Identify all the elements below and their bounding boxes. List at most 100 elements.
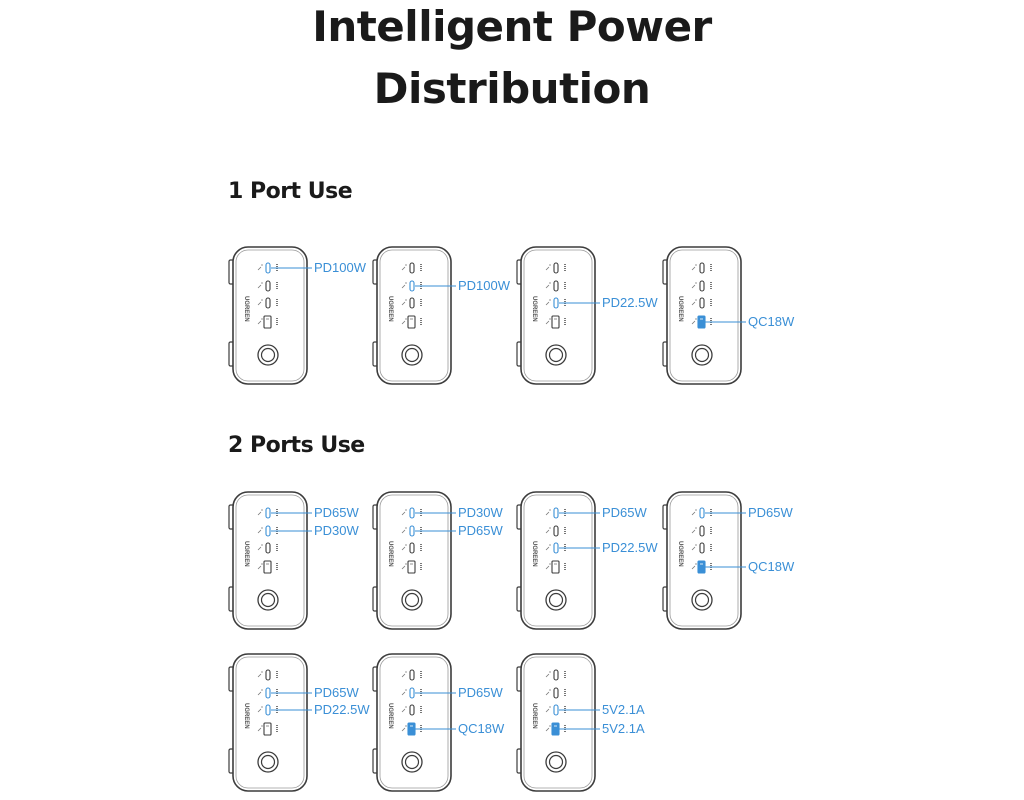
port-symbol-icon [257,299,263,306]
usb-a-port-icon [263,560,272,574]
port-symbol-icon [401,318,407,325]
charger-illustration: UGREEN [516,491,600,630]
port-output-label: PD30W [314,523,359,538]
usb-a-port-icon [407,722,416,736]
charger-body-inner [669,494,739,627]
port-symbol-icon [691,282,697,289]
charger-body-inner [379,494,449,627]
port-output-label: 5V2.1A [602,721,645,736]
port-symbol-icon [545,671,551,678]
usb-c-port-icon [409,262,415,274]
usb-c-port-icon [265,687,271,699]
usb-a-port-icon [697,560,706,574]
port-symbol-icon [401,544,407,551]
port-output-label: PD65W [458,685,503,700]
brand-logo: UGREEN [387,703,393,729]
usb-c-port-icon [265,262,271,274]
usb-a-port-icon [551,722,560,736]
port-output-label: QC18W [748,314,795,329]
port-symbol-icon [257,264,263,271]
port-symbol-icon [545,725,551,732]
port-output-label: PD65W [748,505,793,520]
brand-logo: UGREEN [387,296,393,322]
usb-a-port-icon [407,560,416,574]
usb-c-port-icon [553,297,559,309]
power-button-inner [260,592,276,608]
brand-logo: UGREEN [677,296,683,322]
charger-body-inner [235,494,305,627]
port-symbol-icon [545,689,551,696]
charger-body-inner [379,656,449,789]
port-symbol-icon [257,706,263,713]
port-symbol-icon [257,509,263,516]
usb-c-port-icon [699,297,705,309]
port-symbol-icon [545,563,551,570]
charger-body-inner [235,249,305,382]
charger-illustration: UGREEN [516,246,600,385]
port-symbol-icon [401,299,407,306]
port-symbol-icon [545,264,551,271]
port-symbol-icon [691,318,697,325]
brand-logo: UGREEN [243,541,249,567]
usb-c-port-icon [409,280,415,292]
usb-c-port-icon [553,669,559,681]
charger-body-inner [523,656,593,789]
charger-illustration: UGREEN [372,491,456,630]
port-symbol-icon [401,706,407,713]
usb-c-port-icon [553,687,559,699]
port-output-label: QC18W [748,559,795,574]
port-symbol-icon [691,264,697,271]
section-heading-two-ports: 2 Ports Use [228,433,365,458]
brand-logo: UGREEN [677,541,683,567]
brand-logo: UGREEN [243,296,249,322]
port-symbol-icon [257,725,263,732]
port-symbol-icon [257,544,263,551]
usb-c-port-icon [699,542,705,554]
charger-body-inner [669,249,739,382]
port-output-label: PD22.5W [314,702,370,717]
brand-logo: UGREEN [531,296,537,322]
usb-c-port-icon [265,525,271,537]
usb-c-port-icon [699,525,705,537]
charger-diagram: UGREEN PD65W QC18W [662,489,794,634]
usb-c-port-icon [553,262,559,274]
port-symbol-icon [257,689,263,696]
charger-illustration: UGREEN [516,653,600,792]
usb-c-port-icon [553,525,559,537]
usb-c-port-icon [265,542,271,554]
port-symbol-icon [545,318,551,325]
power-button-inner [260,347,276,363]
port-symbol-icon [257,282,263,289]
port-symbol-icon [545,509,551,516]
page-title-line-2: Distribution [373,64,651,113]
power-button-inner [260,754,276,770]
usb-a-port-icon [263,315,272,329]
charger-illustration: UGREEN [228,246,312,385]
power-button-inner [548,592,564,608]
power-button-inner [694,592,710,608]
port-symbol-icon [545,299,551,306]
usb-c-port-icon [409,507,415,519]
port-output-label: PD22.5W [602,295,658,310]
power-button-inner [404,754,420,770]
port-symbol-icon [257,318,263,325]
usb-a-port-icon [551,560,560,574]
power-button-inner [404,347,420,363]
port-output-label: PD65W [458,523,503,538]
charger-illustration: UGREEN [228,491,312,630]
port-symbol-icon [401,671,407,678]
port-symbol-icon [691,563,697,570]
usb-c-port-icon [265,704,271,716]
port-symbol-icon [257,527,263,534]
usb-a-port-icon [263,722,272,736]
port-symbol-icon [257,563,263,570]
port-symbol-icon [401,689,407,696]
usb-c-port-icon [265,297,271,309]
usb-c-port-icon [409,542,415,554]
usb-c-port-icon [699,262,705,274]
